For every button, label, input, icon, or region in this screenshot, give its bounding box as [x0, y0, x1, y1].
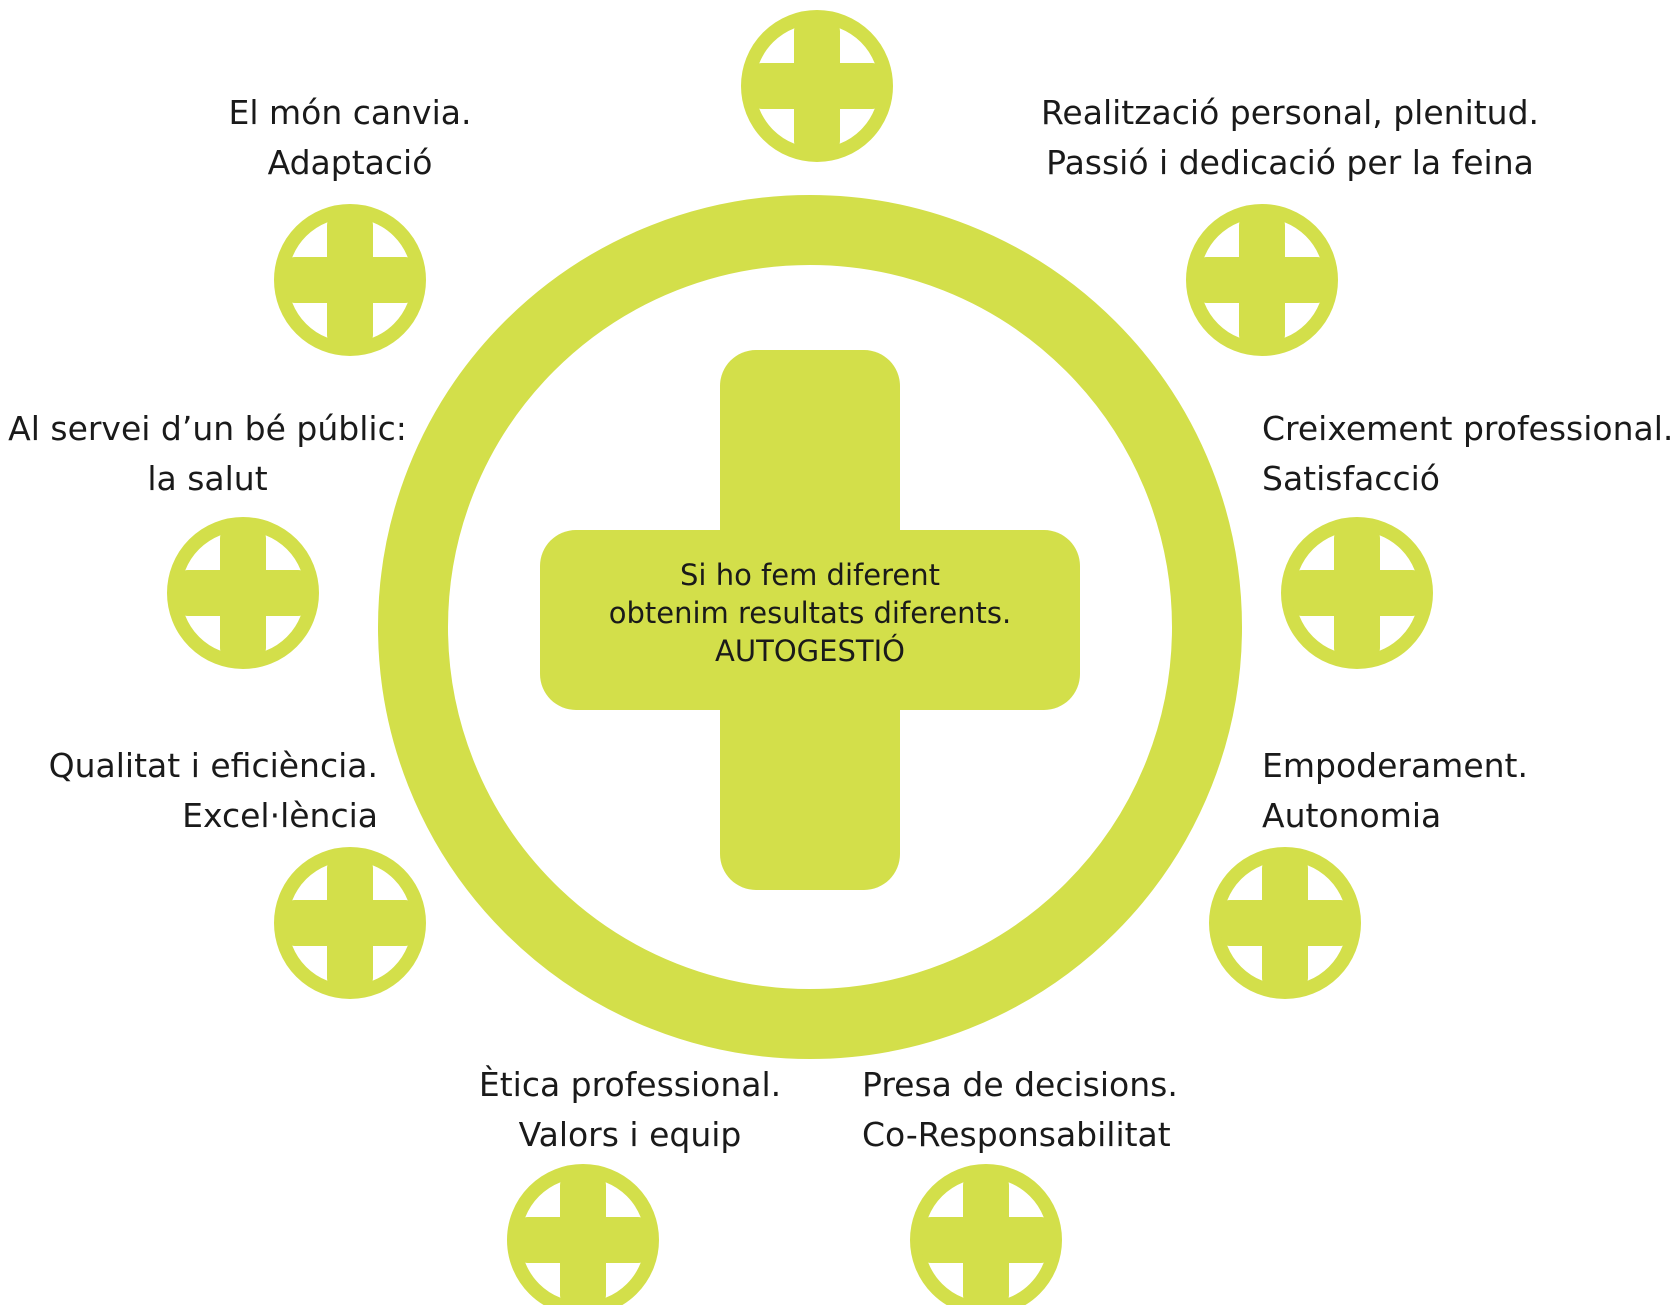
plus-circle-icon — [167, 517, 319, 669]
plus-circle-icon — [1209, 847, 1361, 999]
item-label-presa-decisions: Presa de decisions.Co-Responsabilitat — [862, 1065, 1178, 1154]
center-line-1: Si ho fem diferent — [680, 558, 940, 592]
item-label-adaptacio: El món canvia.Adaptació — [228, 93, 472, 182]
center-line-2: obtenim resultats diferents. — [608, 596, 1012, 630]
plus-circle-icon — [1186, 204, 1338, 356]
plus-circle-icon — [274, 204, 426, 356]
center-label: Si ho fem diferent obtenim resultats dif… — [540, 556, 1080, 670]
center-plus-icon — [540, 350, 1080, 890]
item-label-etica: Ètica professional.Valors i equip — [478, 1065, 782, 1154]
outer-ring — [378, 195, 1242, 1059]
item-label-empoderament: Empoderament.Autonomia — [1262, 746, 1528, 835]
item-label-servei-public: Al servei d’un bé públic:la salut — [8, 409, 407, 498]
plus-circle-icon — [741, 10, 893, 162]
plus-circle-icon — [507, 1164, 659, 1305]
plus-circle-icon — [910, 1164, 1062, 1305]
item-label-realitzacio: Realització personal, plenitud.Passió i … — [1040, 93, 1540, 182]
center-line-3: AUTOGESTIÓ — [715, 634, 905, 668]
item-label-creixement: Creixement professional.Satisfacció — [1262, 409, 1674, 498]
item-label-qualitat: Qualitat i eficiència.Excel·lència — [48, 746, 378, 835]
plus-circle-icon — [1281, 517, 1433, 669]
plus-circle-icon — [274, 847, 426, 999]
